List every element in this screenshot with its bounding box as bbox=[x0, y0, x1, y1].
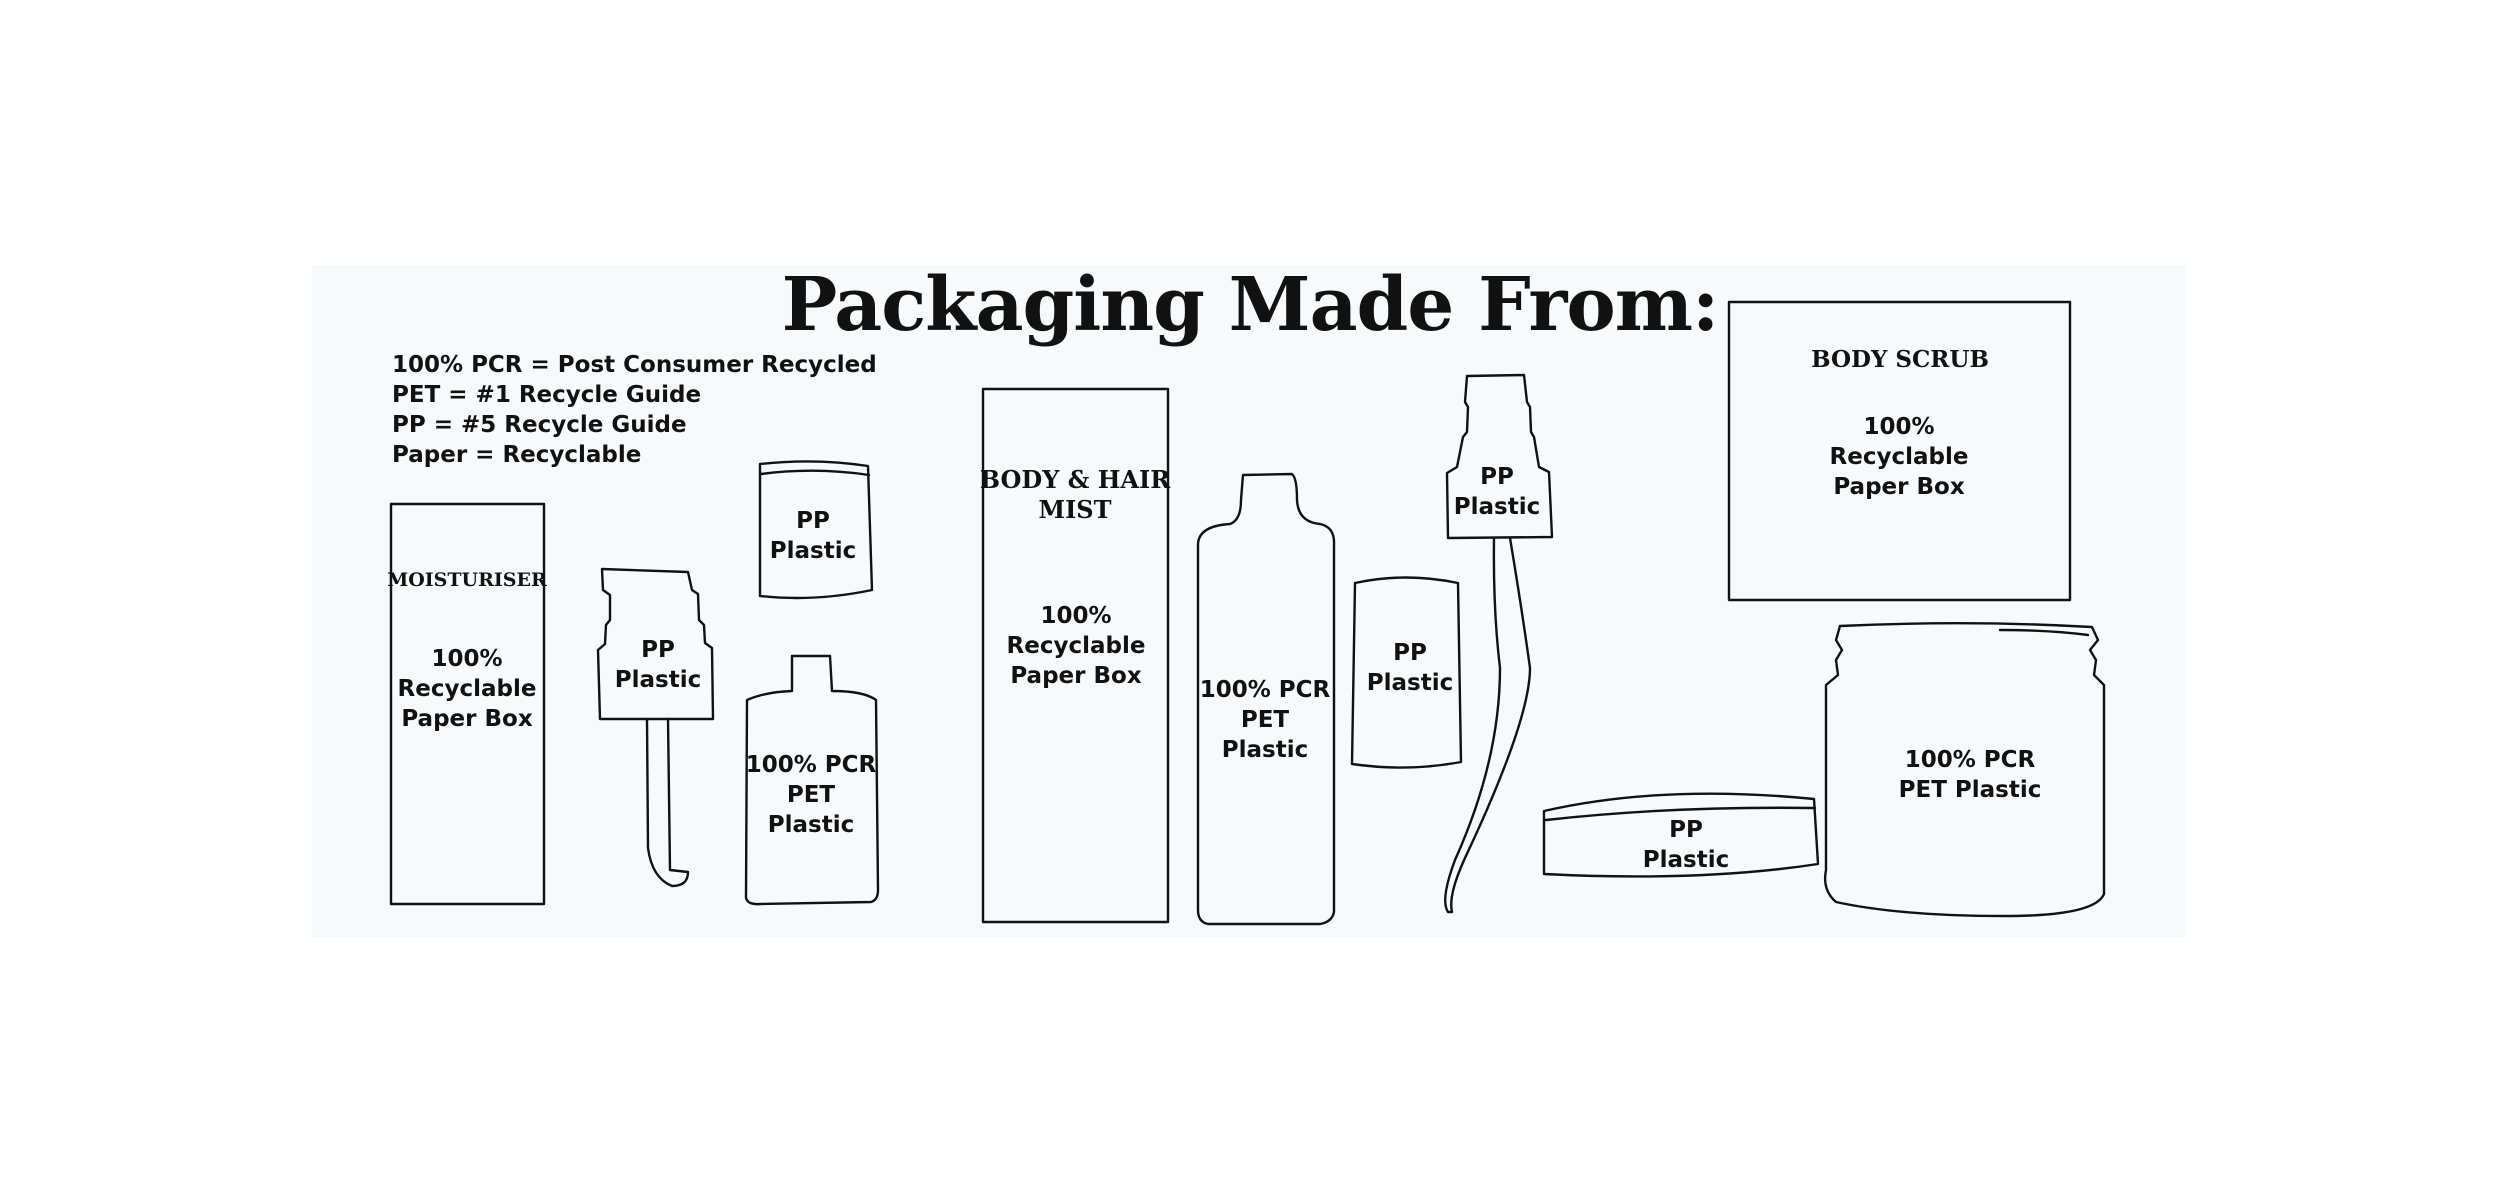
legend-item-pp: PP = #5 Recycle Guide bbox=[392, 412, 687, 438]
mist-box-outline bbox=[981, 387, 1170, 924]
scrub-lid-label: PP Plastic bbox=[1642, 817, 1730, 873]
mist-heading: BODY & HAIR MIST bbox=[979, 465, 1171, 524]
scrub-jar-outline bbox=[1823, 622, 2106, 918]
scrub-heading: BODY SCRUB bbox=[1811, 346, 1989, 373]
scrub-box-outline bbox=[1727, 300, 2072, 602]
moisturiser-pump-outline bbox=[596, 567, 715, 721]
mist-sprayer-tube bbox=[1444, 536, 1532, 914]
scrub-jar-label: 100% PCR PET Plastic bbox=[1898, 747, 2042, 803]
moisturiser-box-outline bbox=[389, 502, 546, 906]
moisturiser-box-label: 100% Recyclable Paper Box bbox=[397, 646, 537, 732]
mist-sprayer-outline bbox=[1445, 373, 1554, 540]
legend-item-pcr: 100% PCR = Post Consumer Recycled bbox=[392, 352, 877, 378]
mist-bottle-label: 100% PCR PET Plastic bbox=[1199, 677, 1331, 763]
moisturiser-pump-tube bbox=[645, 717, 690, 888]
moisturiser-bottle-label: 100% PCR PET Plastic bbox=[745, 752, 877, 838]
moisturiser-pump-label: PP Plastic bbox=[614, 637, 702, 693]
legend-item-pet: PET = #1 Recycle Guide bbox=[392, 382, 702, 408]
moisturiser-heading: MOISTURISER bbox=[387, 569, 547, 591]
scrub-lid-outline bbox=[1542, 792, 1820, 878]
moisturiser-cap-label: PP Plastic bbox=[769, 508, 857, 564]
mist-cap-label: PP Plastic bbox=[1366, 640, 1454, 696]
mist-cap-outline bbox=[1350, 576, 1463, 769]
mist-sprayer-label: PP Plastic bbox=[1453, 464, 1541, 520]
mist-box-label: 100% Recyclable Paper Box bbox=[1006, 603, 1146, 689]
scrub-box-label: 100% Recyclable Paper Box bbox=[1829, 414, 1969, 500]
legend: 100% PCR = Post Consumer Recycled PET = … bbox=[392, 350, 877, 470]
mist-bottle-outline bbox=[1196, 472, 1336, 926]
moisturiser-cap-outline bbox=[758, 460, 874, 600]
page-title: Packaging Made From: bbox=[781, 262, 1720, 348]
moisturiser-bottle-outline bbox=[744, 654, 880, 906]
legend-item-paper: Paper = Recyclable bbox=[392, 442, 642, 468]
